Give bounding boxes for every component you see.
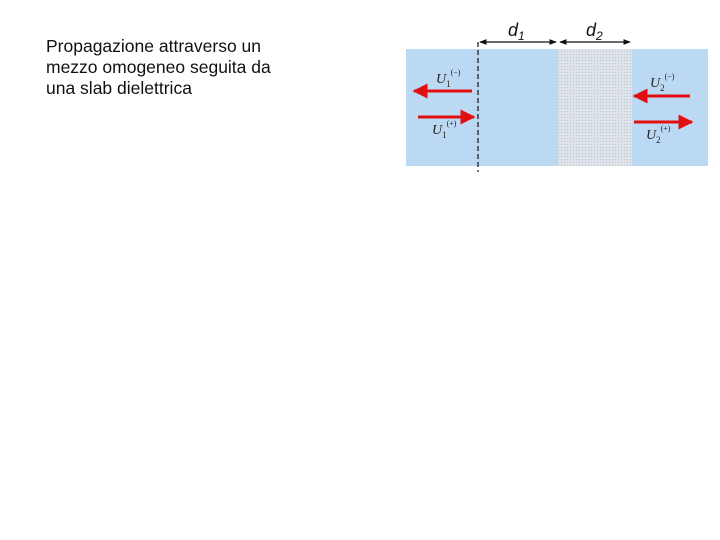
slide-caption: Propagazione attraverso un mezzo omogene… bbox=[46, 36, 336, 99]
caption-line-2: mezzo omogeneo seguita da bbox=[46, 57, 271, 77]
caption-line-3: una slab dielettrica bbox=[46, 78, 192, 98]
dielectric-slab bbox=[558, 49, 632, 166]
caption-line-1: Propagazione attraverso un bbox=[46, 36, 261, 56]
dimension-d1-label: d1 bbox=[508, 20, 525, 43]
medium-region-1 bbox=[406, 49, 558, 166]
wave-u1-plus-label: U1(+) bbox=[432, 119, 457, 140]
wave-u2-plus-label: U2(+) bbox=[646, 124, 671, 145]
wave-u1-minus-label: U1(−) bbox=[436, 68, 461, 89]
wave-u2-minus-label: U2(−) bbox=[650, 72, 675, 93]
dimension-d2-label: d2 bbox=[586, 20, 603, 43]
medium-region-2 bbox=[632, 49, 708, 166]
